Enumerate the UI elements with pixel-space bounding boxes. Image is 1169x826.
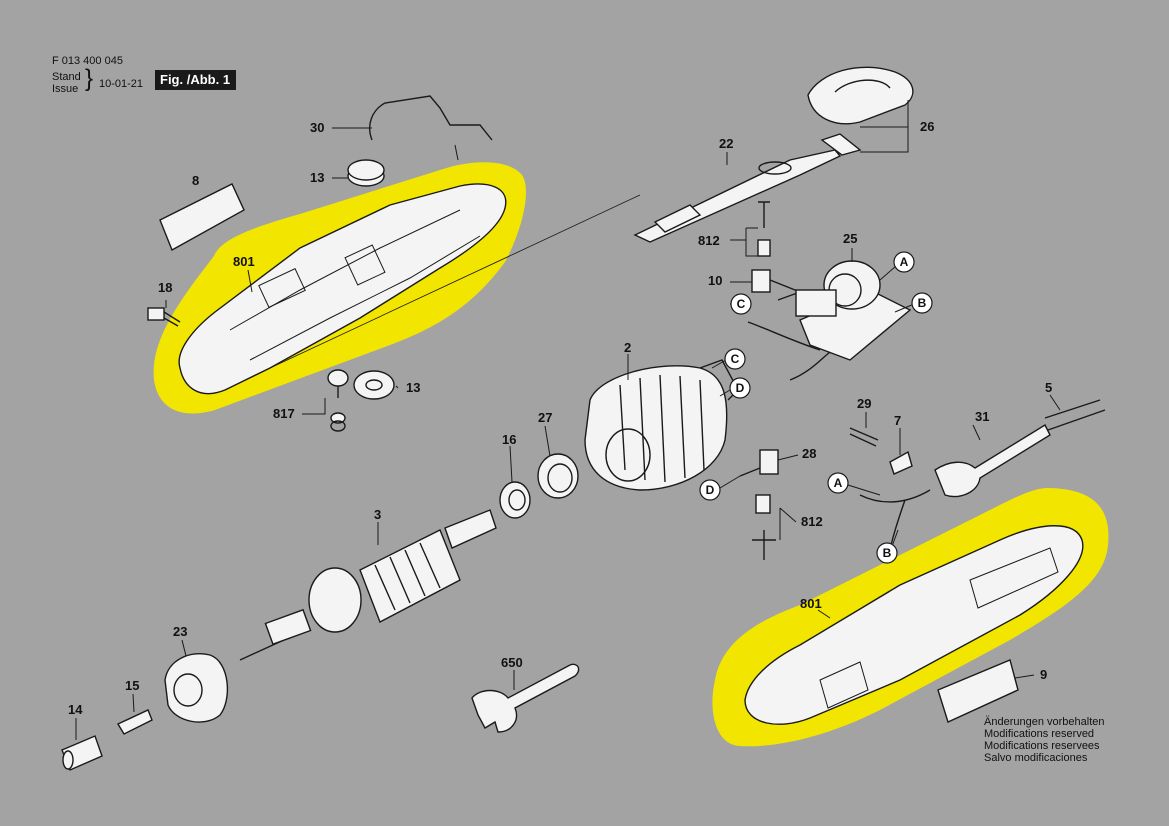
notice-line-es: Salvo modificaciones [984,752,1088,764]
part-label-30: 30 [310,120,325,135]
cap-13-top [347,159,385,187]
part-label-650: 650 [501,655,523,670]
bearing-16 [499,481,531,519]
collet-15 [117,709,153,735]
part-label-14: 14 [68,702,83,717]
part-label-23: 23 [173,624,188,639]
connector-d-mid: D [729,377,751,399]
issue-date: 10-01-21 [99,78,144,90]
alignment-line [269,194,641,369]
label-plate-8 [159,183,245,251]
part-label-812-bottom: 812 [801,514,823,529]
notice-line-fr: Modifications reservees [984,740,1100,752]
svg-text:A: A [900,255,909,269]
part-label-2: 2 [624,340,632,355]
bushing-817 [327,369,349,432]
svg-text:C: C [737,297,746,311]
wrench-650 [471,663,580,733]
bearing-27 [537,453,579,499]
part-label-8: 8 [192,173,200,188]
grommet-13-bottom [353,370,395,400]
connector-c-mid: C [724,348,746,370]
switch-slider-22 [633,149,842,243]
screw-18 [147,307,181,327]
notice-line-en: Modifications reserved [984,728,1095,740]
end-cap-26 [807,66,914,156]
svg-text:A: A [834,476,843,490]
part-label-817: 817 [273,406,295,421]
part-label-25: 25 [843,231,858,246]
svg-text:B: B [883,546,892,560]
label-plate-9 [937,659,1019,723]
carbon-brush-812-top [757,201,771,257]
notice-line-de: Änderungen vorbehalten [984,716,1105,728]
part-label-31: 31 [975,409,990,424]
connector-c-top: C [730,293,752,315]
screw-29 [849,427,879,447]
armature-3 [239,509,497,661]
carbon-brush-812-bottom [752,494,776,560]
nut-23 [164,653,229,723]
part-label-9: 9 [1040,667,1048,682]
part-label-15: 15 [125,678,140,693]
part-label-5: 5 [1045,380,1053,395]
connector-a-top: A [893,251,915,273]
cord-guard-31 [859,399,1106,551]
part-label-18: 18 [158,280,173,295]
stand-label: Stand [52,71,81,83]
svg-text:D: D [706,483,715,497]
part-label-10: 10 [708,273,723,288]
svg-text:D: D [736,381,745,395]
part-label-26: 26 [920,119,935,134]
part-label-801-left: 801 [233,254,255,269]
part-label-801-right: 801 [800,596,822,611]
part-label-13-top: 13 [310,170,325,185]
connector-b-low: B [876,542,898,564]
issue-label: Issue [52,83,79,95]
modifications-notice: Änderungen vorbehalten Modifications res… [984,716,1104,764]
field-coil-2 [584,359,739,491]
connector-a-low: A [827,472,849,494]
cable-clamp-7 [889,450,913,475]
connector-b-top: B [911,292,933,314]
connector-d-low: D [699,479,721,501]
part-label-28: 28 [802,446,817,461]
part-label-27: 27 [538,410,553,425]
part-label-16: 16 [502,432,517,447]
switch-28 [739,449,779,477]
part-label-7: 7 [894,413,902,428]
right-housing-half-801 [744,525,1084,725]
wire-bracket-30 [368,95,493,141]
figure-label: Fig. /Abb. 1 [155,70,237,90]
part-label-3: 3 [374,507,382,522]
collet-nut-14 [61,735,103,771]
svg-text:C: C [731,352,740,366]
svg-text:B: B [918,296,927,310]
left-housing-half-801 [178,183,507,395]
document-number: F 013 400 045 [52,55,123,67]
part-label-29: 29 [857,396,872,411]
part-label-22: 22 [719,136,734,151]
part-label-812-top: 812 [698,233,720,248]
brace-glyph: } [85,65,94,92]
part-label-13-bottom: 13 [406,380,421,395]
